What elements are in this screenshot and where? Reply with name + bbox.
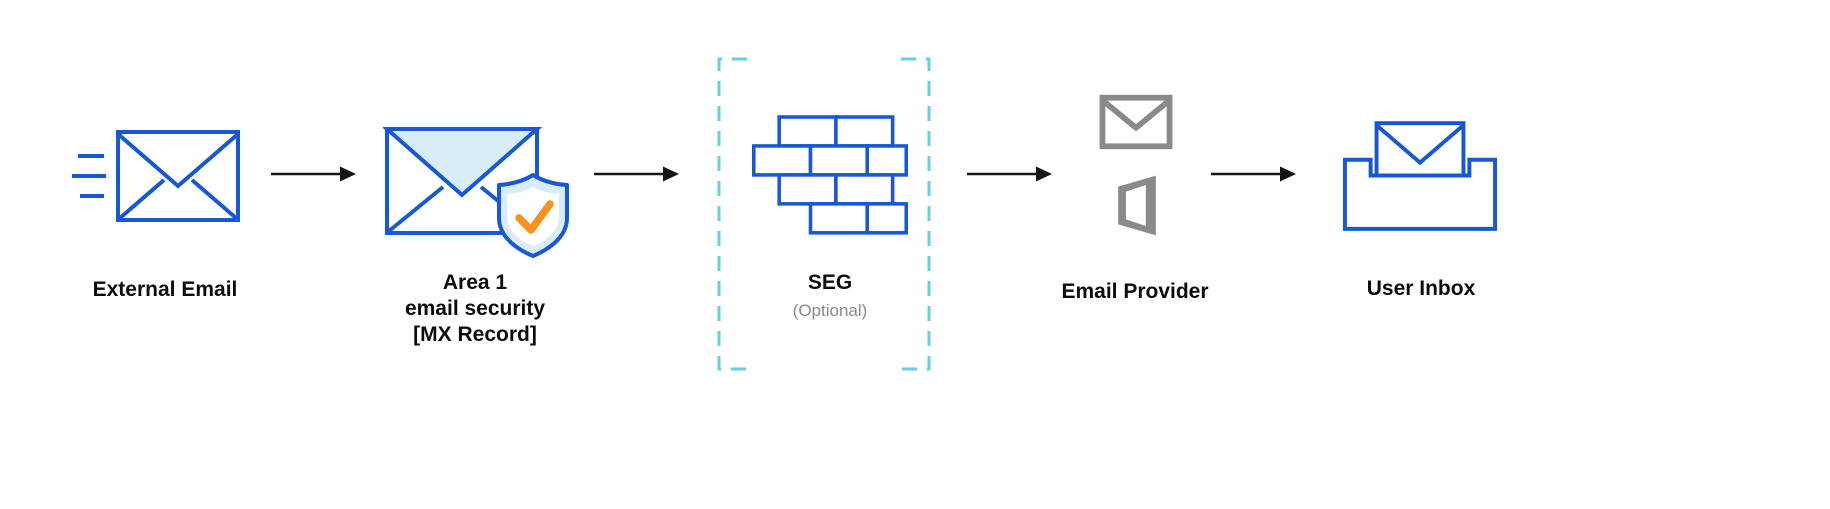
optional-dashed-bracket: [717, 57, 931, 371]
user-inbox-label: User Inbox: [1366, 277, 1476, 300]
envelope-with-shield-check-icon: [383, 127, 569, 258]
external-email-label: External Email: [92, 278, 238, 301]
seg-label-block: SEG (Optional): [730, 270, 930, 324]
brick-wall-firewall-icon: [752, 115, 908, 235]
area1-label-line1: Area 1: [442, 271, 508, 294]
flow-arrow: [271, 166, 356, 182]
flow-arrow: [1211, 166, 1296, 182]
area1-label: Area 1 email security [MX Record]: [350, 270, 600, 348]
seg-label: SEG: [807, 271, 853, 294]
area1-label-line2: email security: [404, 297, 546, 320]
envelope-with-speed-lines-icon: [72, 130, 240, 222]
envelope-in-tray-icon: [1342, 121, 1498, 231]
seg-optional-label: (Optional): [792, 301, 868, 320]
flow-arrow: [594, 166, 679, 182]
flow-arrow: [967, 166, 1052, 182]
gmail-icon: [1099, 94, 1173, 150]
area1-label-line3: [MX Record]: [413, 323, 537, 346]
email-provider-label: Email Provider: [1061, 280, 1209, 303]
office-icon: [1118, 175, 1156, 236]
